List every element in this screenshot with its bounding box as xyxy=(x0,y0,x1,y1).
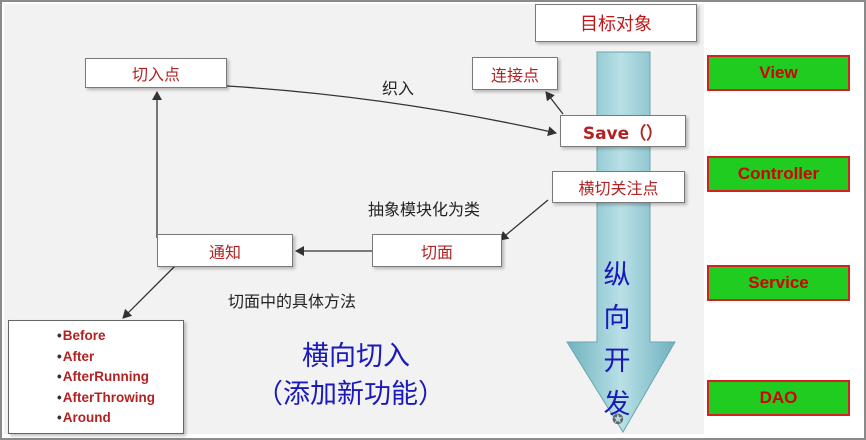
vertical-char: 向 xyxy=(603,303,631,334)
layer-view: View xyxy=(707,55,850,91)
target-object-box: 目标对象 xyxy=(535,4,697,42)
crosscutting-concern-box: 横切关注点 xyxy=(552,171,685,203)
advice-type-item: Around xyxy=(57,408,183,429)
layer-service: Service xyxy=(707,265,850,301)
save-to-joinpoint-arrow xyxy=(545,91,564,115)
advice-to-types-arrow xyxy=(122,265,176,319)
vertical-char: 开 xyxy=(603,346,631,377)
horizontal-subtitle: （添加新功能） xyxy=(256,379,445,410)
weaving-label: 织入 xyxy=(382,79,415,98)
save-method-box: Save（） xyxy=(560,115,686,147)
advice-type-item: After xyxy=(57,347,183,368)
vertical-char: 纵 xyxy=(603,260,631,291)
aspect-box: 切面 xyxy=(372,234,502,267)
advice-types-box: Before After AfterRunning AfterThrowing … xyxy=(8,320,184,434)
joinpoint-box: 切入点 xyxy=(85,58,227,88)
abstraction-label: 抽象模块化为类 xyxy=(368,200,481,219)
horizontal-title: 横向切入 xyxy=(302,341,410,372)
concern-to-aspect-arrow xyxy=(499,199,549,241)
advice-box: 通知 xyxy=(157,234,293,267)
layer-dao: DAO xyxy=(707,380,850,416)
advice-type-item: AfterRunning xyxy=(57,367,183,388)
connection-point-box: 连接点 xyxy=(472,57,558,90)
vertical-char: 发 xyxy=(603,389,631,420)
vertical-development-arrow xyxy=(566,51,676,433)
advice-types-list: Before After AfterRunning AfterThrowing … xyxy=(9,321,183,429)
advice-type-item: Before xyxy=(57,326,183,347)
advice-type-item: AfterThrowing xyxy=(57,388,183,409)
aspect-method-label: 切面中的具体方法 xyxy=(228,292,357,311)
wechat-watermark-icon: ✪ xyxy=(612,412,624,428)
layer-controller: Controller xyxy=(707,156,850,192)
weave-arrow xyxy=(226,85,557,137)
vertical-development-text: 纵 向 开 发 xyxy=(600,254,634,426)
